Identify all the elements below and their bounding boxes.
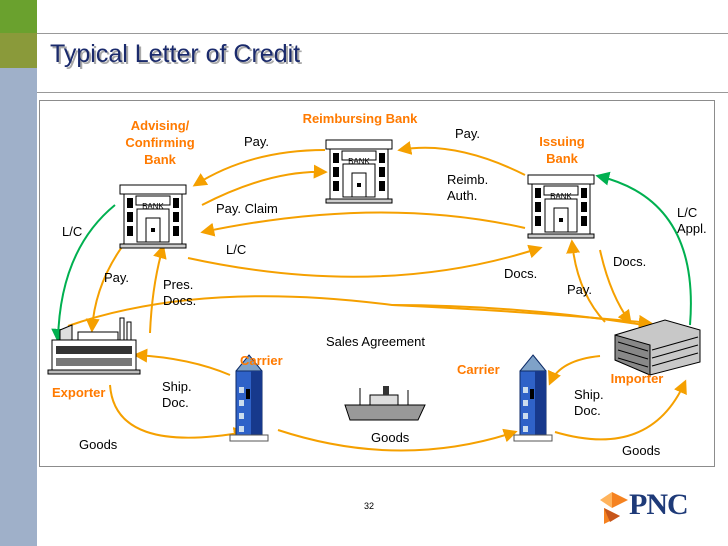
side-band-top: [0, 0, 37, 33]
label-pres-docs: Pres. Docs.: [163, 277, 197, 308]
carrier-label-right: Carrier: [457, 362, 500, 377]
label-pay-importer: Pay.: [567, 282, 593, 297]
bank-sign-reimbursing: BANK: [348, 157, 370, 166]
label-pay-exporter: Pay.: [104, 270, 130, 285]
logo-text: PNC: [629, 488, 689, 521]
label-goods-middle: Goods: [371, 430, 410, 445]
reimbursing-bank-icon: [325, 139, 393, 204]
advising-bank-label: Advising/ Confirming Bank: [125, 118, 195, 167]
exporter-label: Exporter: [52, 385, 106, 400]
carrier-tower-icon-right: [513, 354, 553, 442]
label-ship-doc-right: Ship. Doc.: [574, 387, 604, 418]
side-band-mid: [0, 33, 37, 68]
ship-icon: [344, 386, 426, 421]
carrier-label-left: Carrier: [240, 353, 283, 368]
advising-bank-icon: [119, 184, 187, 249]
label-pay-claim: Pay. Claim: [216, 201, 278, 216]
importer-label: Importer: [610, 371, 664, 386]
reimbursing-bank-label: Reimbursing Bank: [302, 111, 418, 126]
label-goods-left: Goods: [79, 437, 118, 452]
label-pay-advising: Pay.: [244, 134, 270, 149]
bank-sign-advising: BANK: [142, 202, 164, 211]
factory-icon: [47, 317, 141, 375]
label-docs-middle: Docs.: [504, 266, 538, 281]
title-rule-bottom: [37, 92, 728, 93]
page-number: 32: [364, 501, 375, 511]
issuing-bank-icon: [527, 174, 595, 239]
label-docs-right: Docs.: [613, 254, 647, 269]
issuing-bank-label: Issuing Bank: [539, 134, 585, 166]
title-rule-top: [37, 33, 728, 34]
diagram-frame: [39, 100, 715, 467]
label-lc-middle: L/C: [226, 242, 247, 257]
label-pay-issuing: Pay.: [455, 126, 481, 141]
pnc-logo-icon: [600, 492, 628, 524]
label-sales-agreement: Sales Agreement: [326, 334, 426, 349]
label-reimb-auth: Reimb. Auth.: [447, 172, 489, 203]
label-lc-appl: L/C Appl.: [677, 205, 707, 236]
slide-title: Typical Letter of Credit: [50, 40, 301, 68]
office-building-icon: [614, 319, 701, 376]
bank-sign-issuing: BANK: [550, 192, 572, 201]
label-lc-left: L/C: [62, 224, 83, 239]
label-goods-right: Goods: [622, 443, 661, 458]
label-ship-doc-left: Ship. Doc.: [162, 379, 192, 410]
side-band-low: [0, 68, 37, 546]
